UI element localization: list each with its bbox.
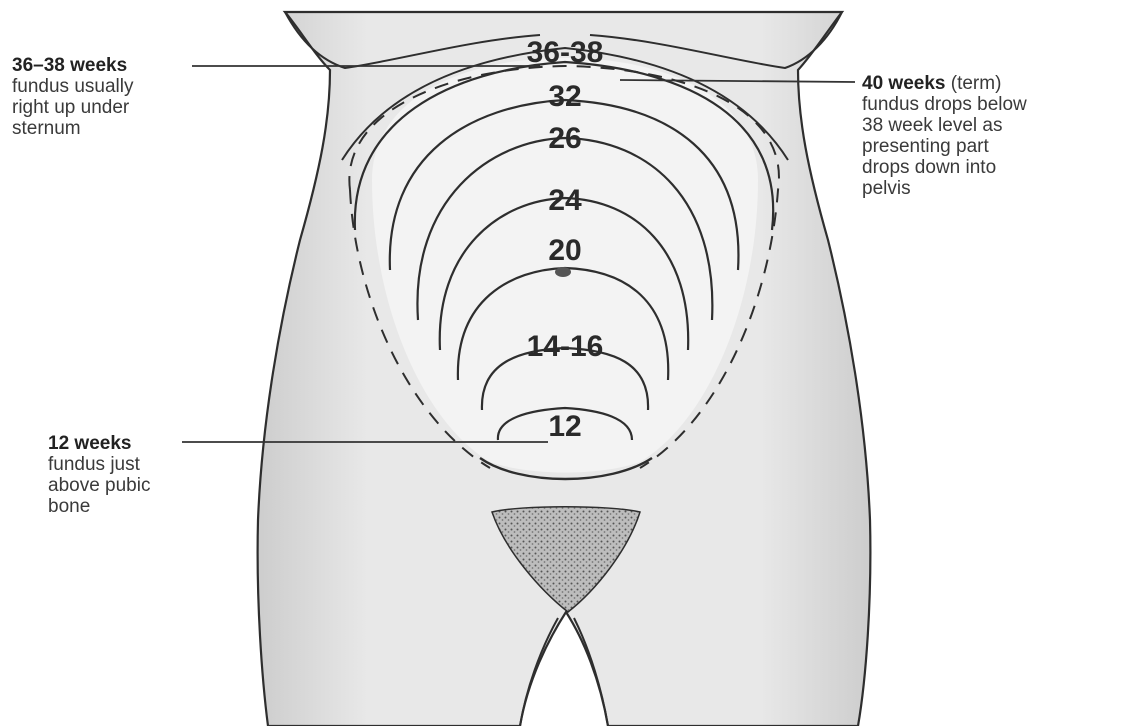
callout-40-weeks: 40 weeks (term) fundus drops below 38 we… xyxy=(862,73,1027,199)
week-label-26: 26 xyxy=(548,122,581,155)
callout-36-38-title: 36–38 weeks xyxy=(12,55,133,76)
week-label-12: 12 xyxy=(548,410,581,443)
callout-12-title: 12 weeks xyxy=(48,433,150,454)
callout-40-line-1: fundus drops below xyxy=(862,94,1027,115)
week-label-24: 24 xyxy=(548,184,582,217)
callout-12-weeks: 12 weeks fundus just above pubic bone xyxy=(48,433,150,517)
callout-40-line-2: 38 week level as xyxy=(862,115,1027,136)
callout-40-line-5: pelvis xyxy=(862,178,1027,199)
week-label-14-16: 14-16 xyxy=(527,330,604,363)
week-label-36-38: 36-38 xyxy=(527,36,604,69)
navel xyxy=(555,267,571,277)
week-label-32: 32 xyxy=(548,80,581,113)
callout-40-title-suffix: (term) xyxy=(945,73,1001,94)
callout-12-line-3: bone xyxy=(48,496,150,517)
callout-36-38-weeks: 36–38 weeks fundus usually right up unde… xyxy=(12,55,133,139)
callout-36-38-line-3: sternum xyxy=(12,118,133,139)
callout-40-line-3: presenting part xyxy=(862,136,1027,157)
callout-12-line-1: fundus just xyxy=(48,454,150,475)
callout-36-38-line-2: right up under xyxy=(12,97,133,118)
week-label-20: 20 xyxy=(548,234,581,267)
callout-40-title: 40 weeks xyxy=(862,73,945,94)
callout-40-line-4: drops down into xyxy=(862,157,1027,178)
callout-12-line-2: above pubic xyxy=(48,475,150,496)
callout-36-38-line-1: fundus usually xyxy=(12,76,133,97)
